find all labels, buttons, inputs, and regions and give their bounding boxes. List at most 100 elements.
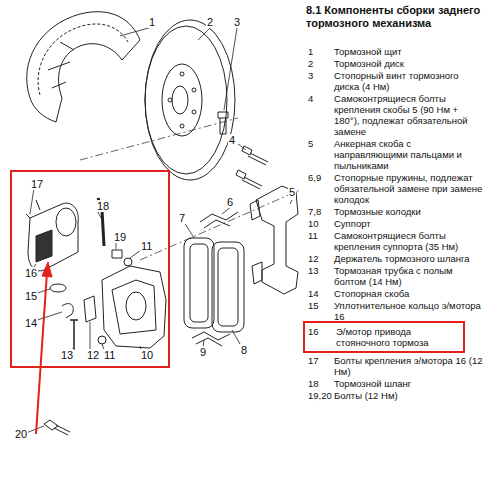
callout-number: 13 <box>60 349 74 361</box>
bracket-bolt <box>236 170 262 189</box>
legend-number: 15 <box>308 300 334 311</box>
pad-lining <box>218 248 238 326</box>
legend-row: 2Тормозной диск <box>306 58 486 69</box>
pad-lining <box>190 244 208 322</box>
brake-shield <box>27 12 140 122</box>
disc-hat <box>162 64 202 136</box>
axis-line <box>80 118 238 160</box>
callout-number: 3 <box>233 16 241 28</box>
legend-number: 3 <box>308 70 334 81</box>
highlight-arrowhead <box>42 262 52 277</box>
callout-number: 17 <box>30 178 44 190</box>
brake-tube <box>70 320 78 350</box>
legend-number: 10 <box>308 218 334 229</box>
legend-number: 5 <box>308 138 334 149</box>
legend-number: 1 <box>308 46 334 57</box>
callout-number: 19 <box>113 231 127 243</box>
legend-row: 10Суппорт <box>306 218 486 229</box>
legend-text: Тормозной диск <box>334 58 484 69</box>
callout-number: 18 <box>96 200 110 212</box>
legend-number: 13 <box>308 265 334 276</box>
legend-text: Держатель тормозного шланга <box>334 253 484 264</box>
leader-lines <box>26 27 292 433</box>
legend-text: Болты (12 Нм) <box>334 390 484 401</box>
callout-number: 2 <box>206 16 214 28</box>
legend-number: 4 <box>308 93 334 104</box>
callout-number: 5 <box>288 186 296 198</box>
legend-number: 12 <box>308 253 334 264</box>
clip <box>62 304 73 318</box>
caliper-bolt <box>98 336 106 344</box>
legend-row: 11Самоконтрящиеся болты крепления суппор… <box>306 230 486 252</box>
legend-text: Тормозной шланг <box>334 378 484 389</box>
bolt <box>44 420 70 435</box>
legend-text: Тормозная трубка с полым болтом (14 Нм) <box>334 265 484 287</box>
hose-holder <box>84 296 96 322</box>
legend-text: Стопорная скоба <box>334 288 484 299</box>
legend-text: Стопорные пружины, подлежат обязательной… <box>334 172 484 205</box>
callout-number: 14 <box>24 317 38 329</box>
legend-number: 2 <box>308 58 334 69</box>
legend-row: 7,8Тормозные колодки <box>306 206 486 217</box>
legend-text: Стопорный винт тормозного диска (4 Нм) <box>334 70 484 92</box>
caliper-bolt <box>124 258 132 266</box>
callout-number: 12 <box>86 349 100 361</box>
caliper-piston <box>126 292 146 320</box>
callout-number: 1 <box>148 16 156 28</box>
callout-number: 11 <box>140 240 153 252</box>
disc-hole <box>180 124 184 128</box>
bracket-pin <box>250 200 262 284</box>
legend-number: 11 <box>308 230 334 241</box>
highlight-box: 16Э/мотор привода стояночного тормоза <box>303 321 465 353</box>
retaining-spring <box>192 332 230 346</box>
disc-hole <box>168 98 172 102</box>
legend-row: 15Уплотнительное кольцо э/мотора 16 <box>306 300 486 322</box>
motor-bolt <box>26 200 40 218</box>
legend-row: 14Стопорная скоба <box>306 288 486 299</box>
legend-row: 17Болты крепления э/мотора 16 (12 Нм) <box>306 355 486 377</box>
legend-number: 16 <box>308 326 334 337</box>
callout-number: 4 <box>228 134 236 146</box>
disc-hole <box>192 110 196 114</box>
callout-number: 8 <box>240 344 248 356</box>
legend-number: 7,8 <box>308 206 334 217</box>
legend-row: 19,20Болты (12 Нм) <box>306 390 486 401</box>
legend-text: Уплотнительное кольцо э/мотора 16 <box>334 300 484 322</box>
o-ring <box>50 284 66 292</box>
legend-row: 3Стопорный винт тормозного диска (4 Нм) <box>306 70 486 92</box>
disc-hole <box>192 88 196 92</box>
legend-text: Тормозные колодки <box>334 206 484 217</box>
diagram-title: 8.1 Компоненты сборки заднего тормозного… <box>306 4 486 30</box>
parking-brake-motor <box>28 203 78 271</box>
legend-number: 19,20 <box>308 390 334 401</box>
legend-text: Э/мотор привода стояночного тормоза <box>336 326 460 348</box>
legend-row: 13Тормозная трубка с полым болтом (14 Нм… <box>306 265 486 287</box>
brake-pad <box>212 242 244 332</box>
legend-row: 12Держатель тормозного шланга <box>306 253 486 264</box>
bolt <box>112 250 122 258</box>
legend-text: Суппорт <box>334 218 484 229</box>
legend-row: 18Тормозной шланг <box>306 378 486 389</box>
callout-number: 20 <box>14 428 28 440</box>
legend-text: Самоконтрящиеся болты крепления скобы 5 … <box>334 93 484 137</box>
brake-disc <box>145 20 235 180</box>
legend-number: 14 <box>308 288 334 299</box>
highlight-frame: 1718191116151413121110 <box>10 170 170 368</box>
shield-detail <box>48 42 74 88</box>
caliper <box>102 266 166 348</box>
disc-edge <box>145 26 227 174</box>
callout-number: 9 <box>199 346 207 358</box>
shield-rib <box>38 24 128 95</box>
legend-text: Анкерная скоба с направляющими пальцами … <box>334 138 484 171</box>
callout-number: 6 <box>226 196 234 208</box>
disc-hub <box>172 86 188 114</box>
brake-pad <box>184 238 214 328</box>
disc-hole <box>180 72 184 76</box>
bracket-bolt <box>242 146 268 165</box>
legend-number: 17 <box>308 355 334 366</box>
legend-text: Болты крепления э/мотора 16 (12 Нм) <box>334 355 484 377</box>
legend-row: 6,9Стопорные пружины, подлежат обязатель… <box>306 172 486 205</box>
legend-number: 18 <box>308 378 334 389</box>
legend-number: 6,9 <box>308 172 334 183</box>
